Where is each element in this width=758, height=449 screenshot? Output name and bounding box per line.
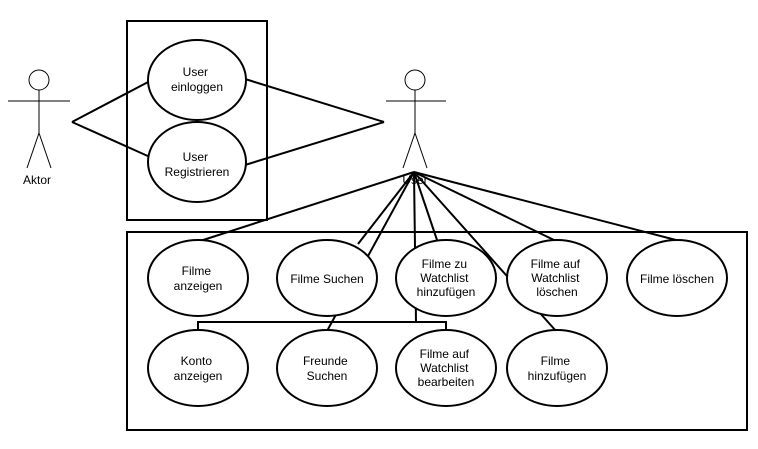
- use-case-watchlist-add-line-1: Filme zu: [422, 257, 467, 271]
- use-case-filme-anzeigen-line-2: anzeigen: [174, 279, 223, 293]
- user-head: [404, 69, 426, 91]
- svg-text:Filme anzeigen: Filme anzeigen: [174, 264, 223, 293]
- aktor-label: Aktor: [23, 173, 51, 187]
- assoc-user-watchlist-add: [413, 171, 438, 241]
- use-case-watchlist-delete-line-1: Filme auf: [531, 257, 581, 271]
- user-leg-right: [414, 132, 428, 169]
- assoc-user-login: [244, 78, 385, 123]
- aktor-actor: Aktor: [8, 69, 70, 187]
- use-case-freunde-suchen: Freunde Suchen: [276, 329, 378, 407]
- use-case-watchlist-edit-line-1: Filme auf: [420, 347, 470, 361]
- use-case-watchlist-add-line-2: Watchlist: [420, 271, 469, 285]
- use-case-filme-hinzufuegen-line-2: hinzufügen: [528, 369, 587, 383]
- svg-text:User einloggen: User einloggen: [171, 65, 223, 94]
- use-case-filme-hinzufuegen-line-1: Filme: [541, 354, 571, 368]
- user-actor: User: [386, 69, 446, 187]
- use-case-watchlist-delete-line-2: Watchlist: [531, 271, 580, 285]
- use-case-watchlist-add: Filme zu Watchlist hinzufügen: [395, 239, 497, 317]
- svg-text:User Registrieren: User Registrieren: [165, 150, 230, 179]
- svg-text:Filme auf Watchlist: Filme auf Watchlist löschen: [531, 257, 584, 299]
- assoc-aktor-login: [71, 80, 151, 123]
- use-case-filme-loeschen-line-1: Filme löschen: [640, 272, 714, 286]
- use-case-freunde-suchen-line-1: Freunde: [303, 354, 348, 368]
- user-leg-left: [402, 132, 416, 169]
- use-case-register-line-1: User: [183, 150, 208, 164]
- assoc-user-filme-suchen: [357, 171, 415, 245]
- use-case-konto-anzeigen: Konto anzeigen: [147, 329, 249, 407]
- use-case-login-line-2: einloggen: [171, 80, 223, 94]
- svg-text:Filme auf Watchlist: Filme auf Watchlist bearbeiten: [418, 347, 475, 389]
- svg-text:Filme löschen: Filme löschen: [640, 272, 714, 286]
- svg-text:Filme Suchen: Filme Suchen: [290, 272, 363, 286]
- use-case-login: User einloggen: [147, 39, 247, 121]
- svg-text:Freunde Suchen: Freunde Suchen: [303, 354, 351, 383]
- user-label: User: [402, 173, 427, 187]
- use-case-konto-anzeigen-line-2: anzeigen: [174, 369, 223, 383]
- assoc-user-register: [244, 121, 385, 166]
- use-case-login-line-1: User: [183, 65, 208, 79]
- svg-text:Konto anzeigen: Konto anzeigen: [174, 354, 223, 383]
- assoc-user-filme-loeschen: [413, 171, 677, 241]
- use-case-filme-loeschen: Filme löschen: [626, 239, 728, 317]
- use-case-filme-anzeigen: Filme anzeigen: [147, 239, 249, 317]
- assoc-user-watchlist-edit: [416, 321, 447, 331]
- use-case-watchlist-edit: Filme auf Watchlist bearbeiten: [395, 329, 497, 407]
- use-case-watchlist-delete: Filme auf Watchlist löschen: [506, 239, 608, 317]
- aktor-leg-left: [26, 132, 40, 169]
- use-case-watchlist-edit-line-2: Watchlist: [420, 361, 469, 375]
- aktor-leg-right: [38, 132, 52, 169]
- assoc-aktor-register: [71, 121, 151, 158]
- use-case-watchlist-edit-line-3: bearbeiten: [418, 375, 475, 389]
- use-case-register: User Registrieren: [147, 121, 247, 203]
- assoc-user-filme-anzeigen: [199, 171, 415, 242]
- use-case-watchlist-add-line-3: hinzufügen: [417, 285, 476, 299]
- use-case-filme-suchen: Filme Suchen: [276, 239, 378, 317]
- use-case-filme-suchen-line-1: Filme Suchen: [290, 272, 363, 286]
- use-case-register-line-2: Registrieren: [165, 165, 230, 179]
- use-case-konto-anzeigen-line-1: Konto: [181, 354, 213, 368]
- assoc-user-watchlist-delete: [413, 171, 557, 242]
- use-case-filme-anzeigen-line-1: Filme: [182, 264, 212, 278]
- svg-text:Filme zu Watchlist: Filme zu Watchlist hinzufügen: [417, 257, 476, 299]
- svg-text:Filme hinzufügen: Filme hinzufügen: [528, 354, 587, 383]
- use-case-freunde-suchen-line-2: Suchen: [307, 369, 348, 383]
- use-case-filme-hinzufuegen: Filme hinzufügen: [506, 329, 608, 407]
- aktor-head: [28, 69, 50, 91]
- use-case-watchlist-delete-line-3: löschen: [536, 285, 577, 299]
